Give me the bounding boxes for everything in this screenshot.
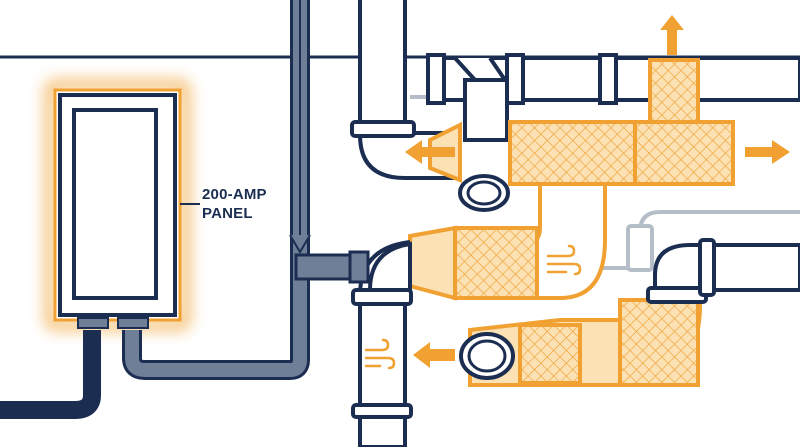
highlighted-duct-upper	[408, 58, 735, 301]
airflow-icon	[546, 244, 582, 276]
left-lower-duct	[351, 240, 413, 447]
airflow-icon	[364, 338, 396, 370]
electrical-panel	[53, 88, 182, 329]
panel-label-line2: PANEL	[202, 205, 253, 222]
panel-label: 200-AMP PANEL	[202, 185, 312, 223]
top-duct	[426, 53, 800, 142]
service-conduit	[0, 330, 101, 419]
arrow-left-icon	[413, 342, 455, 368]
right-lower-duct	[646, 238, 800, 304]
highlighted-duct-lower	[459, 289, 702, 387]
arrow-up-icon	[660, 15, 684, 55]
thin-vent-joint	[626, 224, 654, 272]
panel-label-line1: 200-AMP	[202, 186, 267, 203]
panel-door	[72, 108, 158, 300]
arrow-right-icon	[745, 140, 790, 164]
arrow-left-icon	[405, 140, 455, 164]
steel-conduit	[122, 0, 370, 380]
